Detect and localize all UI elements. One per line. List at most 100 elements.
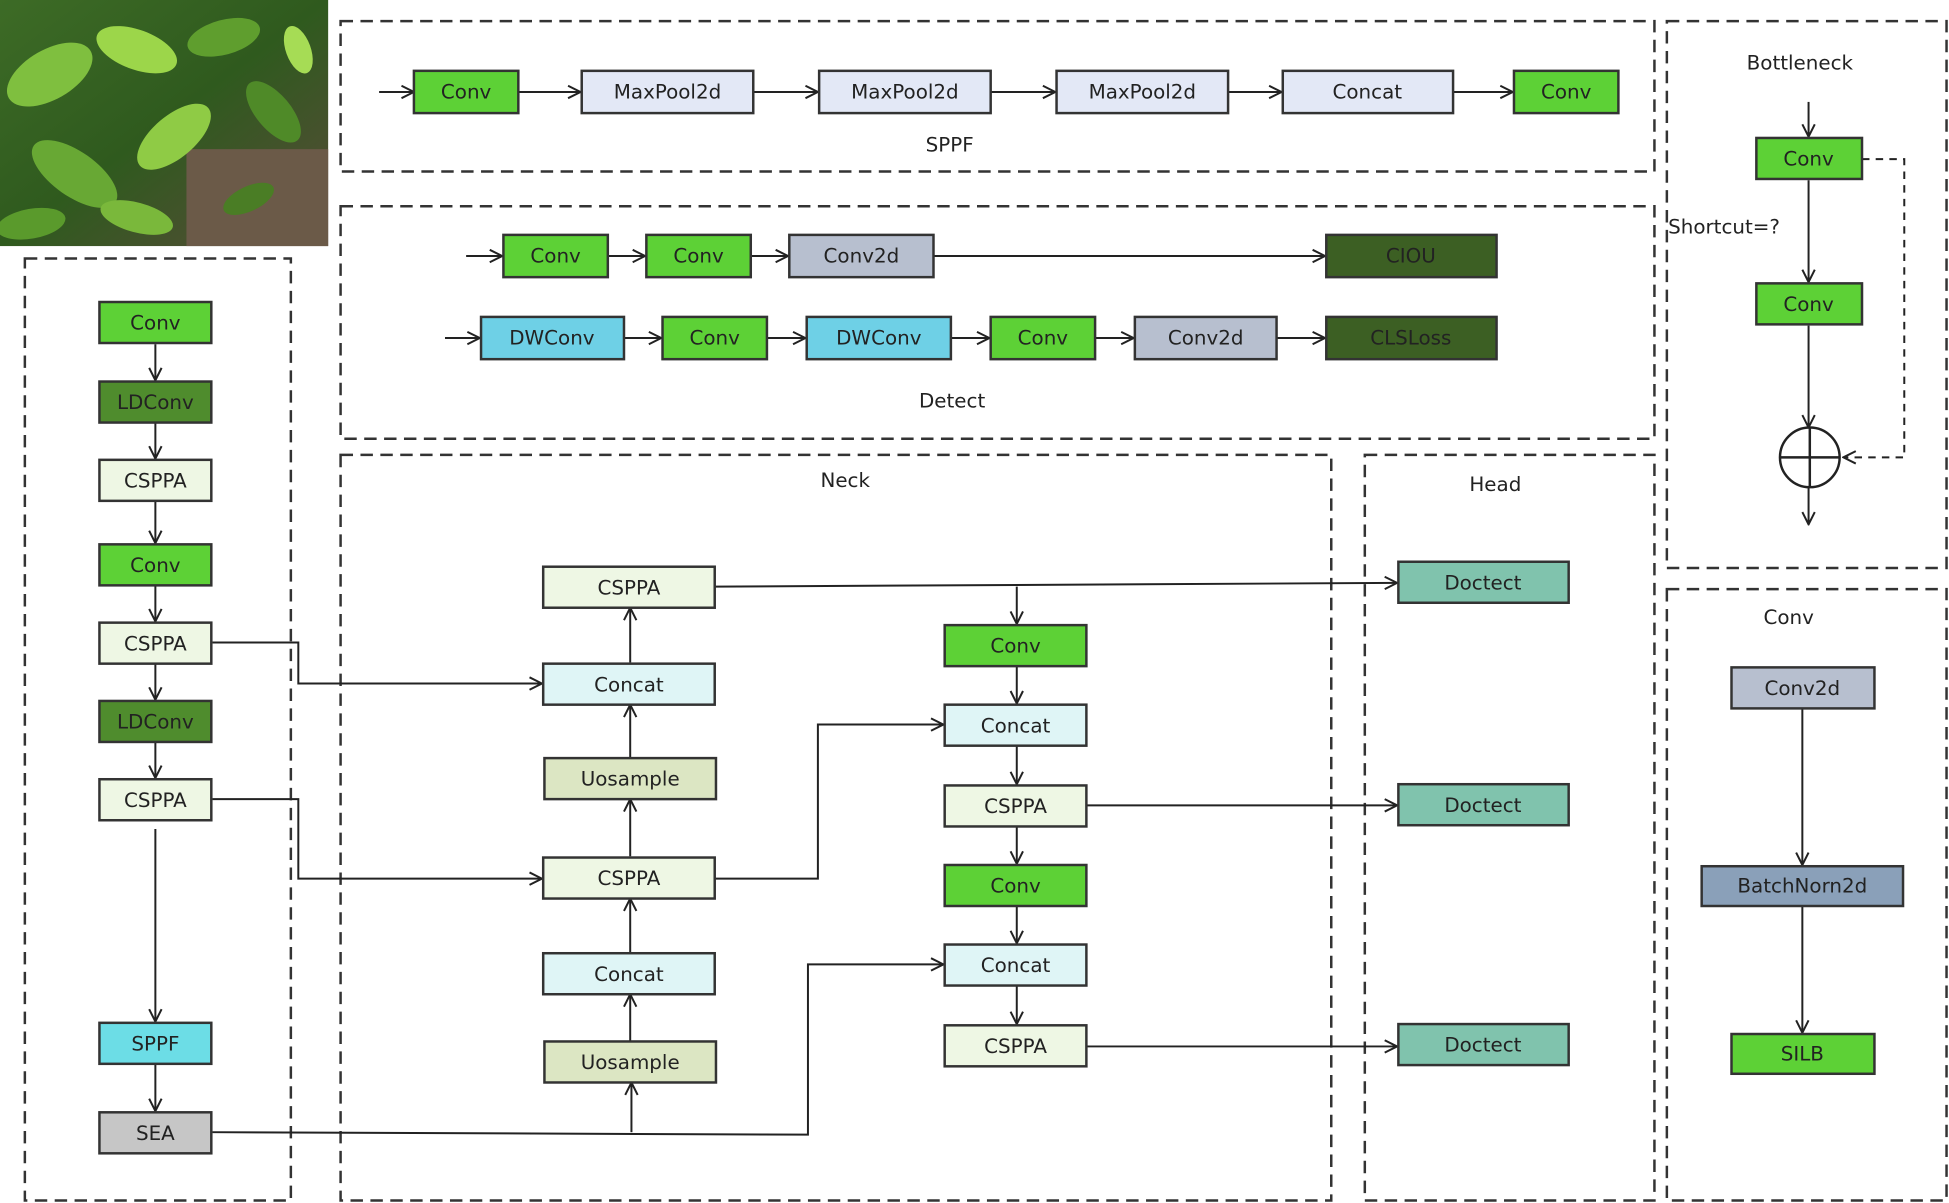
node-label: Conv [690, 327, 741, 350]
node-label: Conv2d [1168, 327, 1244, 350]
node-label: Concat [981, 714, 1051, 737]
node-cd-conv2d: Conv2d [1730, 666, 1876, 710]
head-panel [1363, 453, 1656, 1202]
node-label: Conv [530, 245, 581, 268]
node-det-conv3: Conv [661, 315, 769, 361]
node-bb-csppa2: CSPPA [98, 621, 213, 665]
node-label: Doctect [1444, 571, 1521, 594]
node-label: Conv [673, 245, 724, 268]
node-cd-batchnorm: BatchNorn2d [1700, 864, 1905, 908]
node-label: Concat [594, 673, 664, 696]
detect-panel [339, 205, 1656, 440]
detect-panel-label: Detect [919, 390, 985, 413]
backbone-panel [23, 257, 293, 1202]
node-label: Uosample [581, 1051, 680, 1074]
node-neck-concat-r2: Concat [943, 943, 1088, 987]
node-label: Conv2d [824, 245, 900, 268]
node-label: Conv [990, 875, 1041, 898]
node-det-conv2d2: Conv2d [1133, 315, 1278, 361]
node-neck-csppa-top: CSPPA [541, 565, 716, 609]
conv-detail-panel [1665, 587, 1948, 1202]
head-panel-label: Head [1469, 473, 1521, 496]
node-head-detect2: Doctect [1397, 782, 1570, 827]
node-bb-conv2: Conv [98, 543, 213, 587]
node-det-ciou: CIOU [1325, 233, 1498, 279]
node-label: MaxPool2d [851, 80, 958, 103]
node-neck-concat2: Concat [541, 951, 716, 996]
bottleneck-panel-label: Bottleneck [1747, 52, 1854, 75]
node-label: MaxPool2d [1089, 80, 1196, 103]
node-label: Concat [594, 963, 664, 986]
node-det-conv4: Conv [989, 315, 1097, 361]
add-icon [1778, 426, 1841, 489]
node-neck-csppa-r1: CSPPA [943, 784, 1088, 828]
node-label: CSPPA [124, 789, 187, 812]
node-bb-sppf: SPPF [98, 1021, 213, 1066]
node-neck-upsample1: Uosample [543, 756, 718, 801]
node-label: Uosample [581, 768, 680, 791]
node-bb-ldconv1: LDConv [98, 380, 213, 424]
node-label: Conv [1783, 148, 1834, 171]
node-label: Conv [130, 312, 181, 335]
node-label: CSPPA [598, 867, 661, 890]
node-label: Conv [990, 635, 1041, 658]
node-label: CLSLoss [1370, 327, 1451, 350]
node-label: Conv [441, 80, 492, 103]
node-sppf-maxpool1: MaxPool2d [580, 69, 755, 115]
node-label: Conv [130, 554, 181, 577]
node-bb-csppa3: CSPPA [98, 777, 213, 822]
node-label: SILB [1781, 1042, 1824, 1065]
node-label: CSPPA [598, 576, 661, 599]
node-label: DWConv [509, 327, 595, 350]
node-neck-concat-r1: Concat [943, 703, 1088, 747]
conv-detail-panel-label: Conv [1763, 606, 1814, 629]
node-label: CSPPA [984, 795, 1047, 818]
node-label: Doctect [1444, 794, 1521, 817]
edge-bb-csppa2-neck-concat1 [212, 641, 542, 684]
node-label: Conv [1541, 80, 1592, 103]
bottleneck-panel [1665, 19, 1948, 570]
node-label: Conv2d [1765, 677, 1841, 700]
node-neck-csppa-mid: CSPPA [541, 856, 716, 900]
node-label: MaxPool2d [614, 80, 721, 103]
node-neck-upsample2: Uosample [543, 1040, 718, 1084]
node-neck-concat1: Concat [541, 662, 716, 706]
node-det-dwconv1: DWConv [479, 315, 626, 361]
node-sppf-conv2: Conv [1512, 69, 1620, 115]
node-label: Concat [981, 954, 1051, 977]
node-sppf-maxpool2: MaxPool2d [817, 69, 992, 115]
edge-neck-csppa-top-head1 [714, 583, 1397, 587]
node-neck-conv-r1: Conv [943, 623, 1088, 668]
node-label: CSPPA [984, 1035, 1047, 1058]
node-label: CSPPA [124, 632, 187, 655]
node-sppf-conv1: Conv [412, 69, 520, 115]
node-label: Doctect [1444, 1034, 1521, 1057]
shortcut-label: Shortcut=? [1668, 216, 1780, 239]
node-label: CSPPA [124, 469, 187, 492]
node-label: SPPF [131, 1032, 179, 1055]
neck-panel [339, 453, 1333, 1202]
node-neck-conv-r2: Conv [943, 863, 1088, 908]
node-label: SEA [136, 1122, 175, 1145]
node-cd-silb: SILB [1730, 1032, 1876, 1076]
edges [155, 92, 1906, 1136]
node-head-detect3: Doctect [1397, 1022, 1570, 1067]
node-sppf-concat: Concat [1281, 69, 1455, 115]
node-label: CIOU [1386, 245, 1436, 268]
node-label: BatchNorn2d [1737, 875, 1867, 898]
node-bn-conv1: Conv [1755, 136, 1864, 181]
node-bb-sea: SEA [98, 1111, 213, 1155]
neck-panel-label: Neck [820, 469, 870, 492]
node-det-conv2: Conv [645, 233, 753, 279]
node-head-detect1: Doctect [1397, 560, 1570, 605]
node-label: Concat [1333, 80, 1403, 103]
edge-neck-csppa-mid-concat-r1 [714, 725, 944, 880]
node-det-conv2d1: Conv2d [788, 233, 935, 279]
node-bn-conv2: Conv [1755, 282, 1864, 326]
node-label: LDConv [117, 711, 194, 734]
edge-bb-csppa3-neck-csppa-mid [212, 798, 542, 879]
node-bb-conv1: Conv [98, 300, 213, 345]
node-label: LDConv [117, 391, 194, 414]
